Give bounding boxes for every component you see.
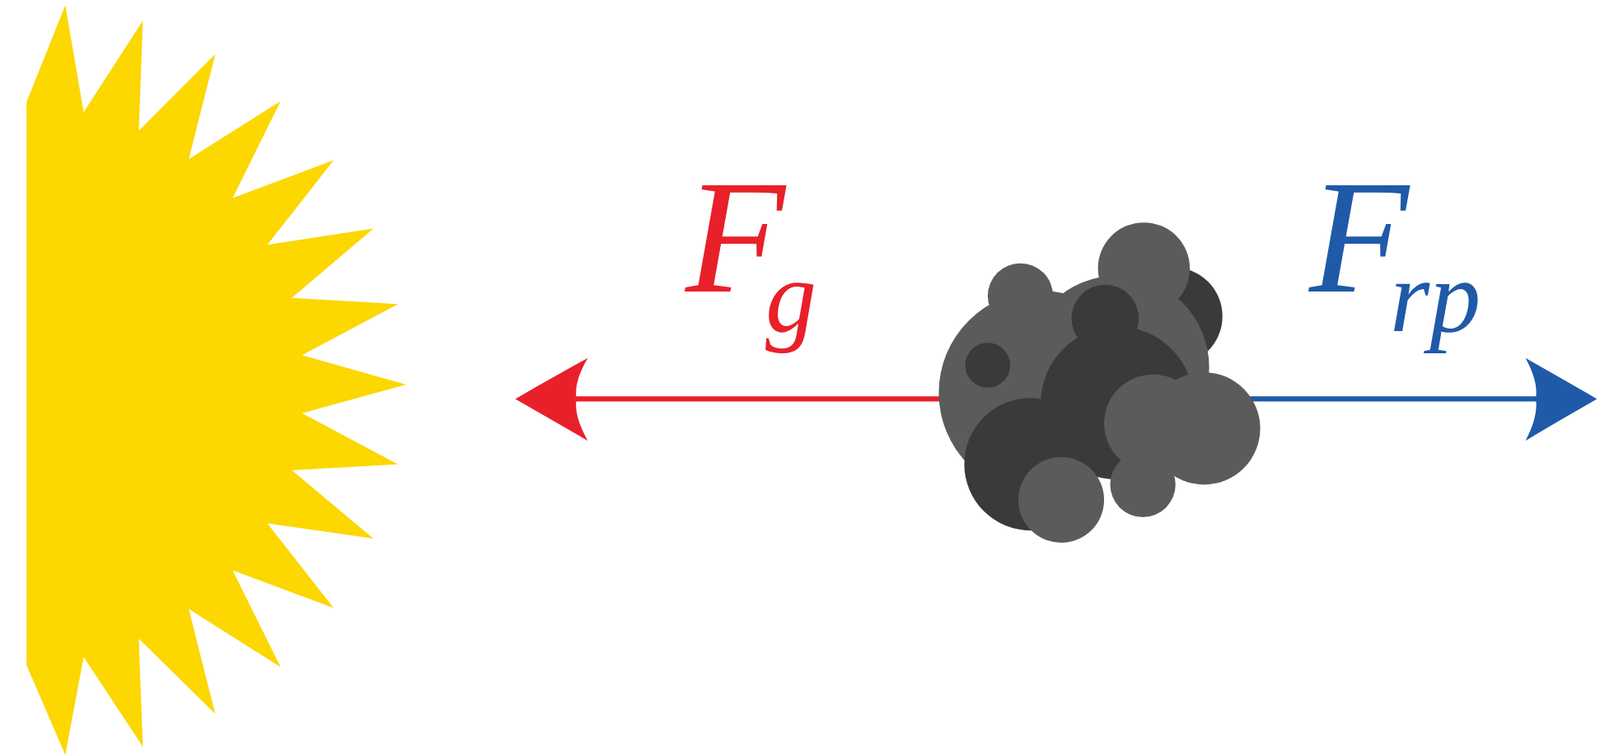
radiation-pressure-arrow <box>1239 358 1597 441</box>
force-subscript: g <box>765 246 817 349</box>
sun <box>26 4 407 755</box>
gravity-arrow <box>514 358 949 441</box>
dust-particle <box>938 222 1260 543</box>
force-subscript: rp <box>1389 246 1481 349</box>
